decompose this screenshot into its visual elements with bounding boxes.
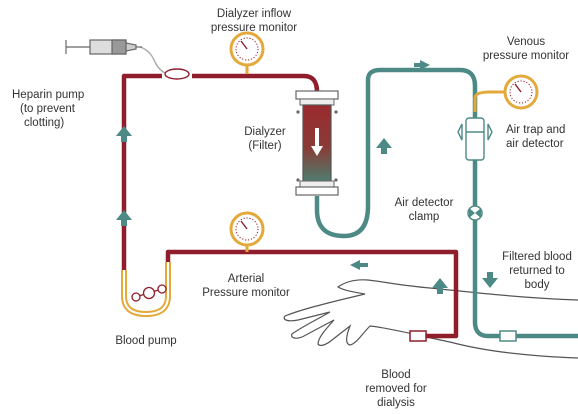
label-air-trap: Air trap and air detector [506, 124, 565, 150]
label-air-clamp: Air detector clamp [395, 197, 454, 223]
svg-text:(Filter): (Filter) [248, 140, 281, 152]
svg-text:Blood: Blood [381, 369, 410, 381]
label-filtered-blood: Filtered blood returned to body [502, 251, 572, 291]
svg-text:clamp: clamp [409, 211, 440, 223]
air-trap-icon [457, 117, 493, 161]
svg-text:Dialyzer inflow: Dialyzer inflow [217, 8, 292, 20]
flow-arrow-icon [116, 60, 498, 294]
heparin-port [164, 68, 190, 80]
label-dialyzer: Dialyzer (Filter) [244, 126, 286, 152]
venous-tubing [314, 67, 578, 339]
arterial-needle-connector [409, 330, 427, 342]
svg-text:Heparin pump: Heparin pump [12, 89, 84, 101]
heparin-line [139, 46, 169, 75]
label-arterial-monitor: Arterial Pressure monitor [202, 273, 290, 299]
label-dialyzer-inflow: Dialyzer inflow pressure monitor [211, 8, 297, 34]
svg-text:Venous: Venous [507, 36, 546, 48]
svg-text:Blood pump: Blood pump [115, 335, 176, 347]
svg-text:Dialyzer: Dialyzer [244, 126, 286, 138]
svg-text:pressure monitor: pressure monitor [211, 22, 297, 34]
svg-text:Arterial: Arterial [228, 273, 264, 285]
pressure-gauge-icon [473, 74, 539, 112]
svg-text:air detector: air detector [506, 138, 564, 150]
svg-text:Air detector: Air detector [395, 197, 454, 209]
clamp-valve-icon [467, 205, 483, 221]
svg-text:removed for: removed for [365, 383, 427, 395]
svg-text:returned to: returned to [509, 265, 565, 277]
label-blood-pump: Blood pump [115, 335, 176, 347]
svg-text:pressure monitor: pressure monitor [483, 50, 569, 62]
svg-text:clotting): clotting) [24, 117, 64, 129]
blood-pump-icon [121, 262, 171, 318]
label-blood-removed: Blood removed for dialysis [365, 369, 427, 409]
venous-needle-connector [499, 330, 517, 342]
label-heparin-pump: Heparin pump (to prevent clotting) [12, 89, 84, 129]
dialyzer-filter-icon [295, 90, 339, 196]
svg-text:dialysis: dialysis [377, 397, 415, 409]
arm-outline-icon [283, 279, 578, 359]
svg-text:Pressure monitor: Pressure monitor [202, 287, 290, 299]
syringe-icon [65, 39, 142, 55]
svg-text:(to prevent: (to prevent [20, 103, 76, 115]
label-venous-monitor: Venous pressure monitor [483, 36, 569, 62]
svg-text:body: body [525, 279, 550, 291]
pressure-gauge-icon [229, 31, 265, 74]
svg-text:Air trap and: Air trap and [506, 124, 565, 136]
pressure-gauge-icon [229, 211, 265, 252]
svg-text:Filtered blood: Filtered blood [502, 251, 572, 263]
